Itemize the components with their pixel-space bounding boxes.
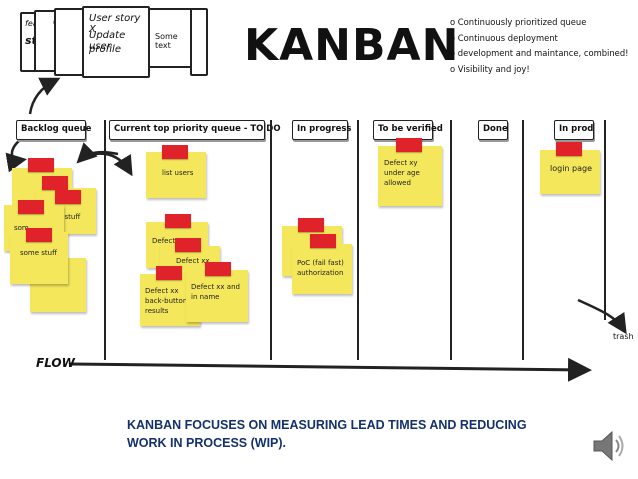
sticky-note-text: Defect	[152, 237, 176, 245]
sticky-note-text: e stuff	[58, 213, 81, 221]
sticky-note-text: Defect xx back-button results	[145, 287, 188, 315]
column-header-done: Done	[478, 120, 508, 140]
story-card-title: User story X	[89, 13, 141, 35]
red-tag	[205, 262, 231, 276]
red-tag	[18, 200, 44, 214]
column-divider	[270, 120, 272, 360]
column-divider	[104, 120, 106, 360]
red-tag	[556, 142, 582, 156]
red-tag	[156, 266, 182, 280]
column-header-in-prod: In prod	[554, 120, 594, 140]
red-tag	[165, 214, 191, 228]
red-tag	[298, 218, 324, 232]
story-card-line: profile	[89, 44, 121, 55]
sticky-note: list users	[146, 152, 206, 198]
bullet-item: o Visibility and joy!	[450, 63, 530, 74]
column-divider	[450, 120, 452, 360]
bullet-item: o development and maintance, combined!	[450, 48, 629, 58]
trash-label: trash	[613, 332, 634, 341]
sticky-note: login page	[540, 150, 600, 194]
column-header-in-progress: In progress	[292, 120, 351, 140]
story-card-back	[190, 8, 208, 76]
red-tag	[42, 176, 68, 190]
column-header-todo: Current top priority queue - TO DO	[109, 120, 281, 140]
backlog-todo-arrow-back	[76, 142, 119, 164]
sticky-note-text: Defect xx and in name	[191, 283, 240, 301]
bullet-item: o Continuous deployment	[450, 32, 558, 43]
column-header-to-be-verified: To be verified	[373, 120, 443, 140]
story-to-backlog-arrow	[28, 77, 61, 115]
column-divider	[604, 120, 606, 320]
bullet-item: o Continuously prioritized queue	[450, 17, 587, 27]
speaker-icon[interactable]	[588, 426, 628, 466]
sticky-note-text: PoC (fail fast) authorization	[297, 259, 344, 277]
bullet-list: o Continuously prioritized queue o Conti…	[450, 15, 629, 77]
column-divider	[357, 120, 359, 360]
sticky-note-text: Defect xx	[176, 257, 210, 265]
red-tag	[55, 190, 81, 204]
caption: KANBAN FOCUSES ON MEASURING LEAD TIMES A…	[127, 418, 527, 450]
sticky-note-text: som	[14, 224, 29, 232]
column-header-backlog: Backlog queue	[16, 120, 91, 140]
story-card-line: Update user	[89, 30, 126, 52]
story-card-front: User story X Update user profile	[82, 6, 150, 78]
sticky-note-text: Defect xy under age allowed	[384, 159, 420, 187]
sticky-note: PoC (fail fast) authorization	[292, 244, 352, 294]
red-tag	[26, 228, 52, 242]
story-card-back-text: Some text	[155, 32, 178, 50]
flow-arrow	[69, 357, 592, 382]
column-divider	[522, 120, 524, 360]
red-tag	[396, 138, 422, 152]
sticky-note: Defect xx and in name	[186, 270, 248, 322]
sticky-note-text: list users	[162, 169, 194, 177]
flow-label: FLOW	[36, 356, 75, 370]
sticky-note-text: some stuff	[20, 249, 57, 257]
red-tag	[162, 145, 188, 159]
red-tag	[28, 158, 54, 172]
sticky-note: Defect xy under age allowed	[378, 146, 442, 206]
backlog-circular-arrow	[5, 139, 27, 173]
red-tag	[175, 238, 201, 252]
trash-arrow	[577, 298, 627, 335]
sticky-note-text: login page	[550, 164, 593, 173]
page-title: KANBAN	[244, 20, 460, 71]
red-tag	[310, 234, 336, 248]
